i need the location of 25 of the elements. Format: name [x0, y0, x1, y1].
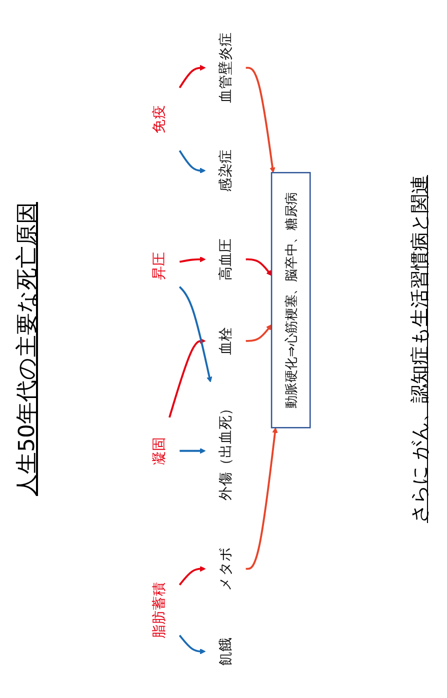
caption: さらに がん、認知症も生活習慣病と関連 — [408, 174, 432, 524]
node-text: 脂肪蓄積 — [151, 582, 168, 638]
node-text: 昇圧 — [151, 252, 168, 280]
node-text: 血管壁炎症 — [217, 32, 234, 104]
arrow — [178, 566, 206, 586]
node-text: 感染症 — [217, 149, 234, 192]
node-text: 免疫 — [151, 105, 168, 134]
arrow — [180, 448, 206, 454]
arrow — [178, 64, 206, 88]
arrow — [168, 338, 206, 418]
node-text: 外傷（出血死） — [217, 401, 234, 500]
arrow — [178, 286, 212, 382]
node-box: 動脈硬化⇒心筋梗塞、脳卒中、糖尿病 — [270, 172, 311, 428]
arrow — [246, 324, 272, 342]
node-text: メタボ — [217, 546, 234, 592]
arrow — [246, 258, 272, 276]
arrow — [178, 150, 206, 174]
title: 人生50年代の主要な死亡原因 — [14, 202, 41, 496]
arrow — [178, 634, 206, 654]
node-text: 凝固 — [151, 436, 168, 466]
node-text: 高血圧 — [217, 238, 234, 281]
node-text: 飢餓 — [217, 637, 234, 666]
arrow — [179, 256, 206, 263]
node-text: 血栓 — [217, 326, 234, 356]
arrow — [246, 427, 278, 570]
